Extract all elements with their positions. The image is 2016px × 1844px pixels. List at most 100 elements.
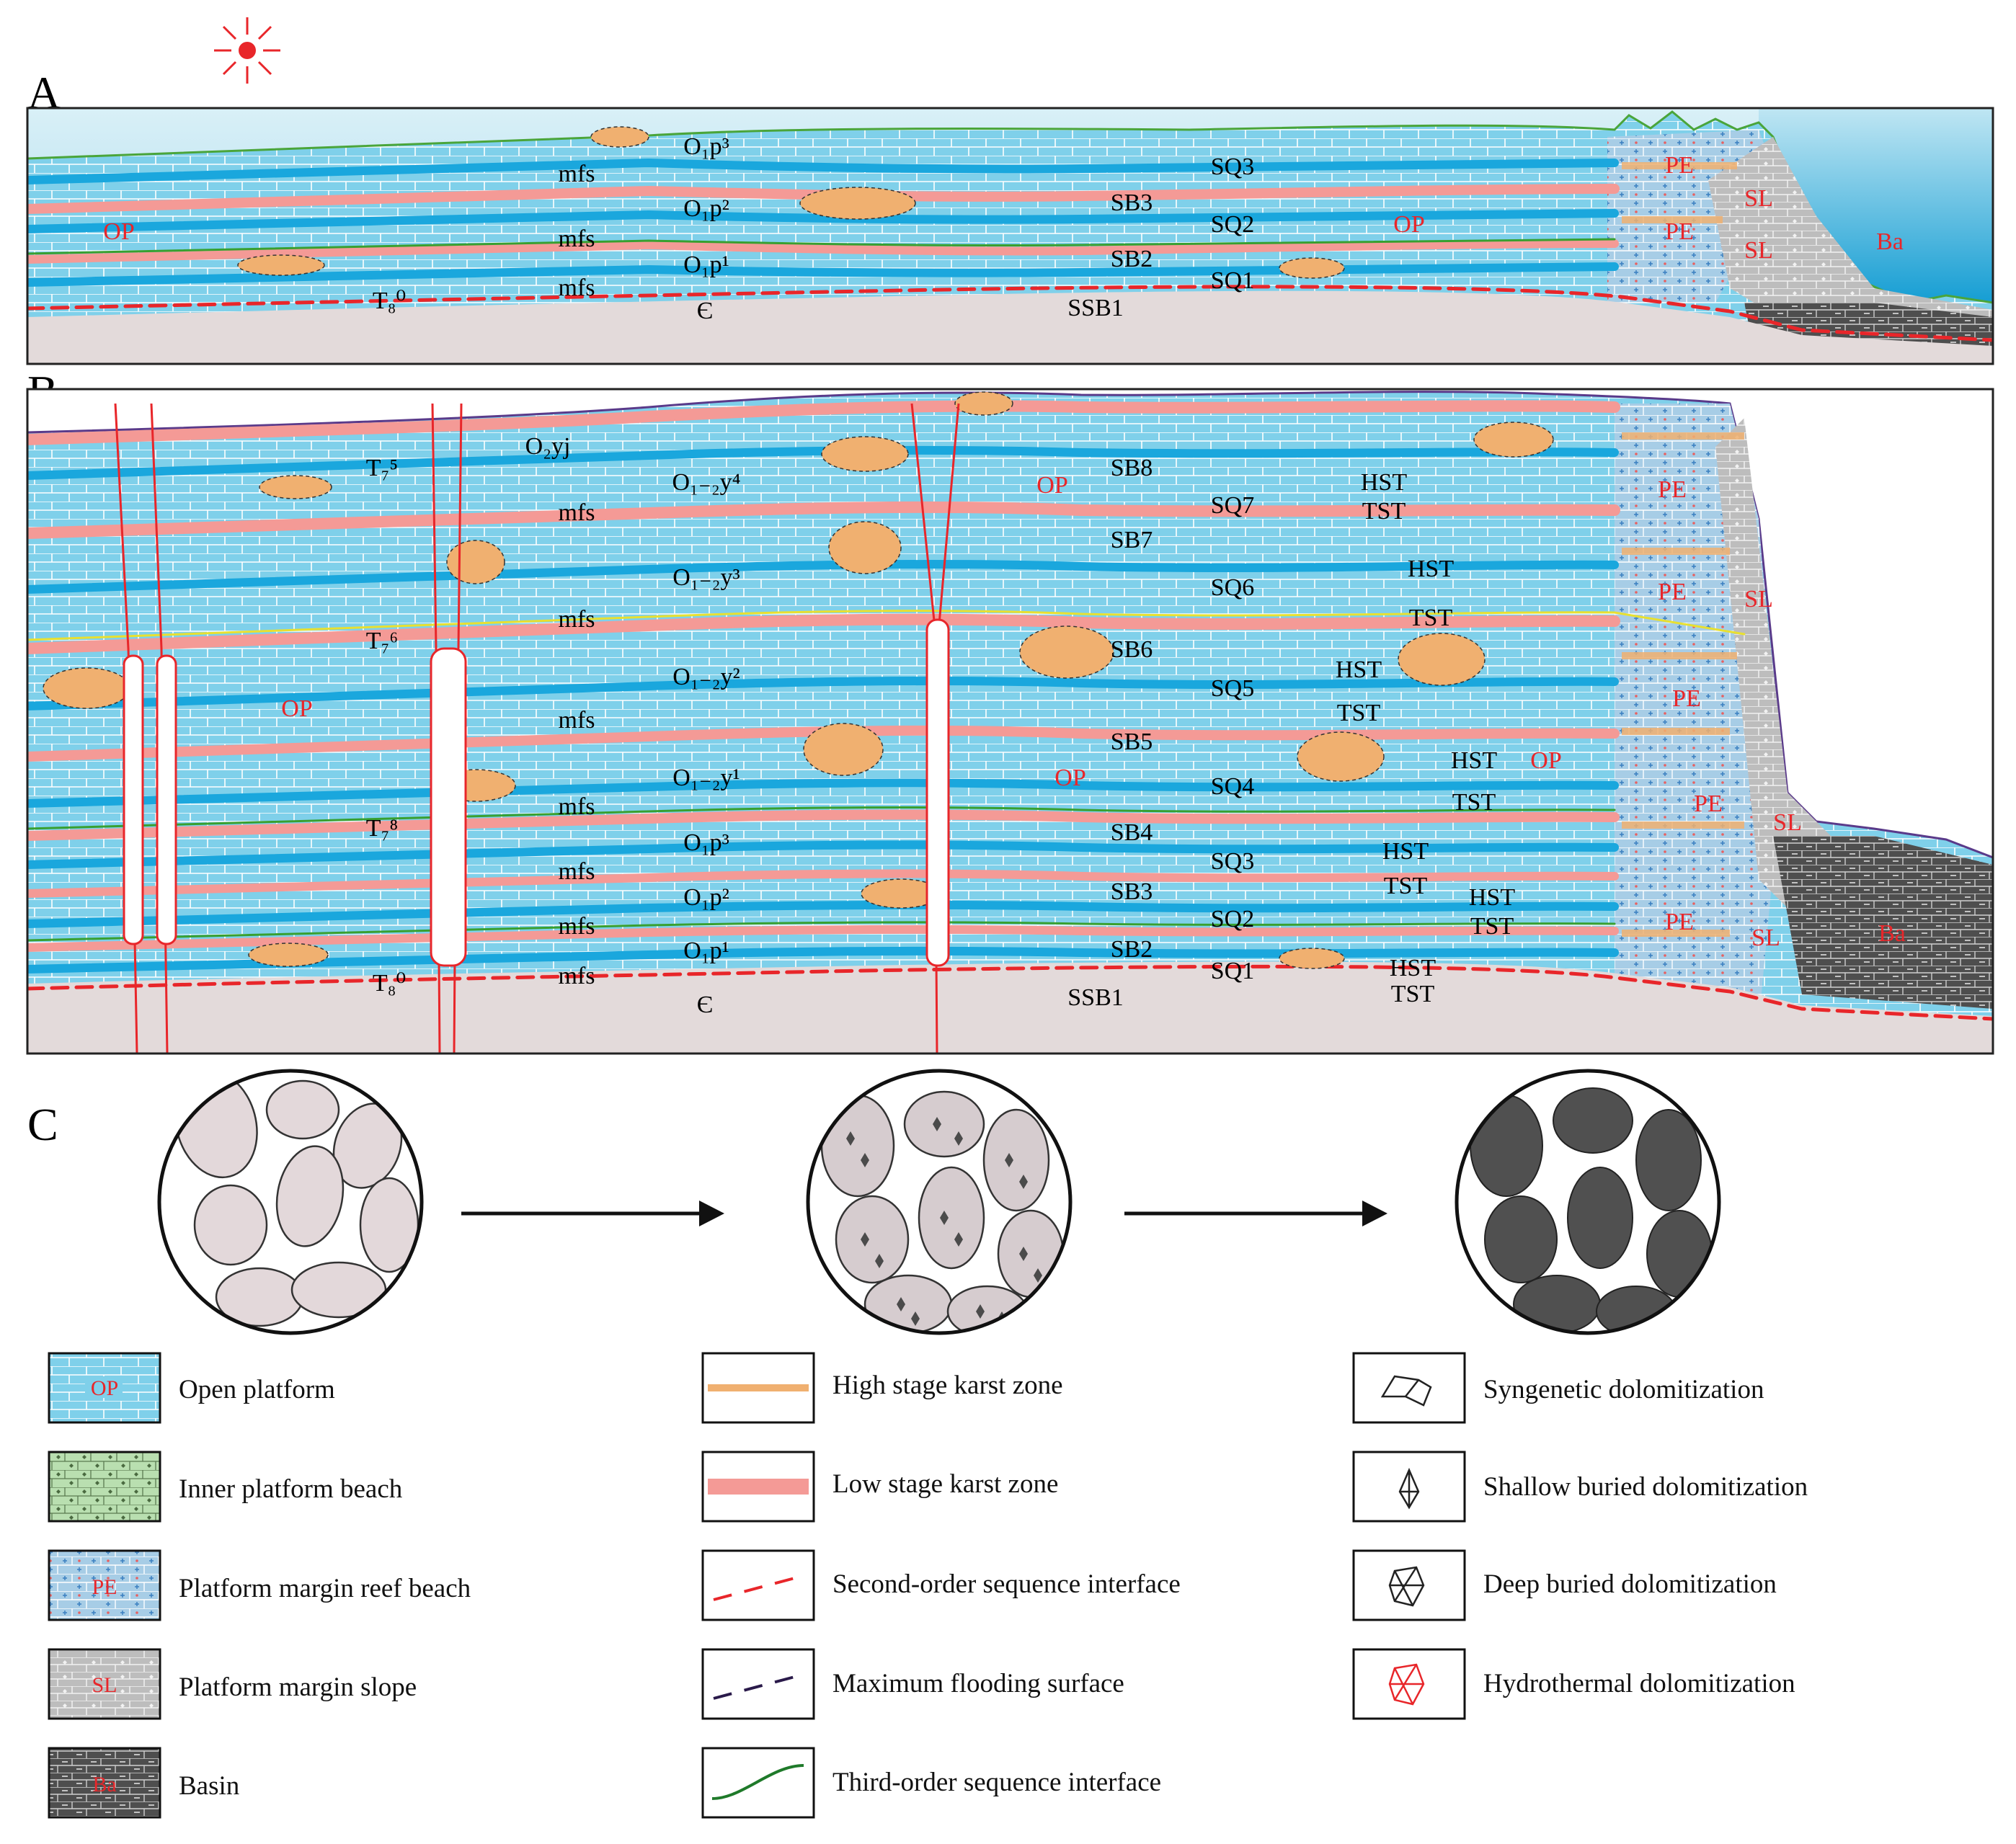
t8-label: T₈⁰ (373, 970, 406, 997)
grain-circle-syngenetic (157, 1069, 424, 1335)
facies-pe-label: PE (1665, 152, 1694, 179)
sq1-label: SQ1 (1211, 267, 1254, 294)
legend-item-deep-buried: Deep buried dolomitization (1352, 1549, 1777, 1621)
t7-label: T₇⁸ (366, 815, 398, 842)
sb2-label: SB2 (1111, 246, 1153, 272)
t7-label: T₇⁵ (366, 455, 398, 481)
legend-code: PE (92, 1575, 117, 1599)
panel-letter-c: C (27, 1099, 58, 1150)
tst-label: TST (1337, 700, 1381, 726)
mfs-label: mfs (559, 226, 595, 252)
legend: OP Open platform Inner platform beach PE… (48, 1352, 1808, 1819)
legend-label: Low stage karst zone (832, 1469, 1058, 1499)
facies-pe-label: PE (1665, 218, 1694, 245)
mfs-label: mfs (559, 793, 595, 820)
strat-label-y2: O₁₋₂y² (672, 664, 740, 690)
strat-label-p3: O₁p³ (683, 829, 729, 856)
arrow-right-icon (461, 1201, 724, 1226)
legend-item-basin: Ba Basin (48, 1747, 239, 1819)
shallow-crystal-icon (1398, 1467, 1420, 1510)
sq4-label: SQ4 (1211, 773, 1254, 800)
sq5-label: SQ5 (1211, 675, 1254, 702)
legend-label: Second-order sequence interface (832, 1569, 1181, 1599)
panel-b-labels: O₂yj O₁₋₂y⁴ O₁₋₂y³ O₁₋₂y² O₁₋₂y¹ O₁p³ O₁… (281, 433, 1906, 1018)
legend-label: High stage karst zone (832, 1371, 1063, 1400)
cambrian-label: Є (697, 298, 713, 324)
facies-op-label: OP (103, 218, 134, 245)
facies-pe-label: PE (1672, 685, 1701, 712)
legend-label: Deep buried dolomitization (1483, 1569, 1777, 1599)
mfs-label: mfs (559, 858, 595, 885)
legend-label: Shallow buried dolomitization (1483, 1472, 1808, 1502)
strat-label-y4: O₁₋₂y⁴ (672, 469, 740, 496)
sb7-label: SB7 (1111, 527, 1153, 553)
facies-op-label: OP (1530, 747, 1561, 774)
sq7-label: SQ7 (1211, 492, 1254, 519)
hst-label: HST (1336, 656, 1382, 683)
panel-b-cross-section (27, 389, 1993, 1054)
strat-label-y3: O₁₋₂y³ (672, 564, 740, 591)
mfs-label: mfs (559, 913, 595, 940)
sun-icon (214, 17, 280, 84)
strat-label-p2: O₁p² (683, 884, 729, 911)
legend-item-slope: SL Platform margin slope (48, 1648, 417, 1720)
sq2-label: SQ2 (1211, 211, 1254, 238)
sq6-label: SQ6 (1211, 574, 1254, 601)
grain-circle-shallow (806, 1069, 1073, 1335)
sq3-label: SQ3 (1211, 848, 1254, 875)
legend-item-shallow-buried: Shallow buried dolomitization (1352, 1451, 1808, 1523)
ssb1-label: SSB1 (1067, 295, 1124, 321)
sq1-label: SQ1 (1211, 958, 1254, 984)
hydrothermal-crystal-icon (1388, 1663, 1425, 1706)
ssb1-label: SSB1 (1067, 984, 1124, 1011)
tst-label: TST (1362, 498, 1406, 525)
legend-label: Open platform (179, 1375, 335, 1404)
legend-item-second-order: Second-order sequence interface (701, 1549, 1181, 1621)
facies-sl-label: SL (1744, 237, 1773, 264)
legend-code: Ba (92, 1773, 116, 1796)
legend-label: Maximum flooding surface (832, 1669, 1124, 1698)
facies-ba-label: Ba (1876, 228, 1904, 255)
sb6-label: SB6 (1111, 636, 1153, 663)
mfs-label: mfs (559, 161, 595, 187)
strat-label-p1: O₁p¹ (683, 937, 729, 964)
facies-sl-label: SL (1773, 809, 1802, 836)
legend-item-third-order: Third-order sequence interface (701, 1747, 1161, 1819)
legend-item-reef-beach: PE Platform margin reef beach (48, 1549, 471, 1621)
facies-sl-label: SL (1744, 185, 1773, 212)
strat-label-p1: O₁p¹ (683, 251, 729, 278)
legend-item-high-karst: High stage karst zone (701, 1352, 1063, 1424)
facies-op-label: OP (1054, 765, 1085, 791)
hst-label: HST (1390, 955, 1436, 981)
facies-pe-label: PE (1658, 579, 1687, 605)
facies-pe-label: PE (1694, 790, 1723, 817)
mfs-label: mfs (559, 275, 595, 301)
facies-sl-label: SL (1751, 925, 1780, 951)
facies-op-label: OP (281, 695, 312, 722)
legend-label: Platform margin slope (179, 1672, 417, 1702)
t7-label: T₇⁶ (366, 628, 398, 654)
sb8-label: SB8 (1111, 455, 1153, 481)
strat-label-p2: O₁p² (683, 195, 729, 222)
legend-item-mfs: Maximum flooding surface (701, 1648, 1124, 1720)
legend-item-open-platform: OP Open platform (48, 1352, 335, 1424)
legend-item-syngenetic: Syngenetic dolomitization (1352, 1352, 1764, 1424)
hst-label: HST (1361, 469, 1407, 496)
panel-a-labels: O₁p³ O₁p² O₁p¹ mfs mfs mfs T₈⁰ Є SB3 SB2… (103, 133, 1904, 324)
hst-label: HST (1382, 838, 1429, 865)
legend-item-hydrothermal: Hydrothermal dolomitization (1352, 1648, 1795, 1720)
legend-code: OP (91, 1376, 118, 1400)
legend-code: SL (92, 1673, 117, 1697)
hst-label: HST (1408, 556, 1454, 582)
sq3-label: SQ3 (1211, 153, 1254, 180)
tst-label: TST (1409, 605, 1453, 631)
strat-label-p3: O₁p³ (683, 133, 729, 160)
legend-item-low-karst: Low stage karst zone (701, 1451, 1058, 1523)
sb3-label: SB3 (1111, 878, 1153, 905)
tst-label: TST (1452, 789, 1496, 816)
legend-label: Third-order sequence interface (832, 1768, 1161, 1797)
sb2-label: SB2 (1111, 936, 1153, 963)
facies-sl-label: SL (1744, 586, 1773, 613)
mfs-label: mfs (559, 499, 595, 526)
hst-label: HST (1469, 884, 1515, 911)
